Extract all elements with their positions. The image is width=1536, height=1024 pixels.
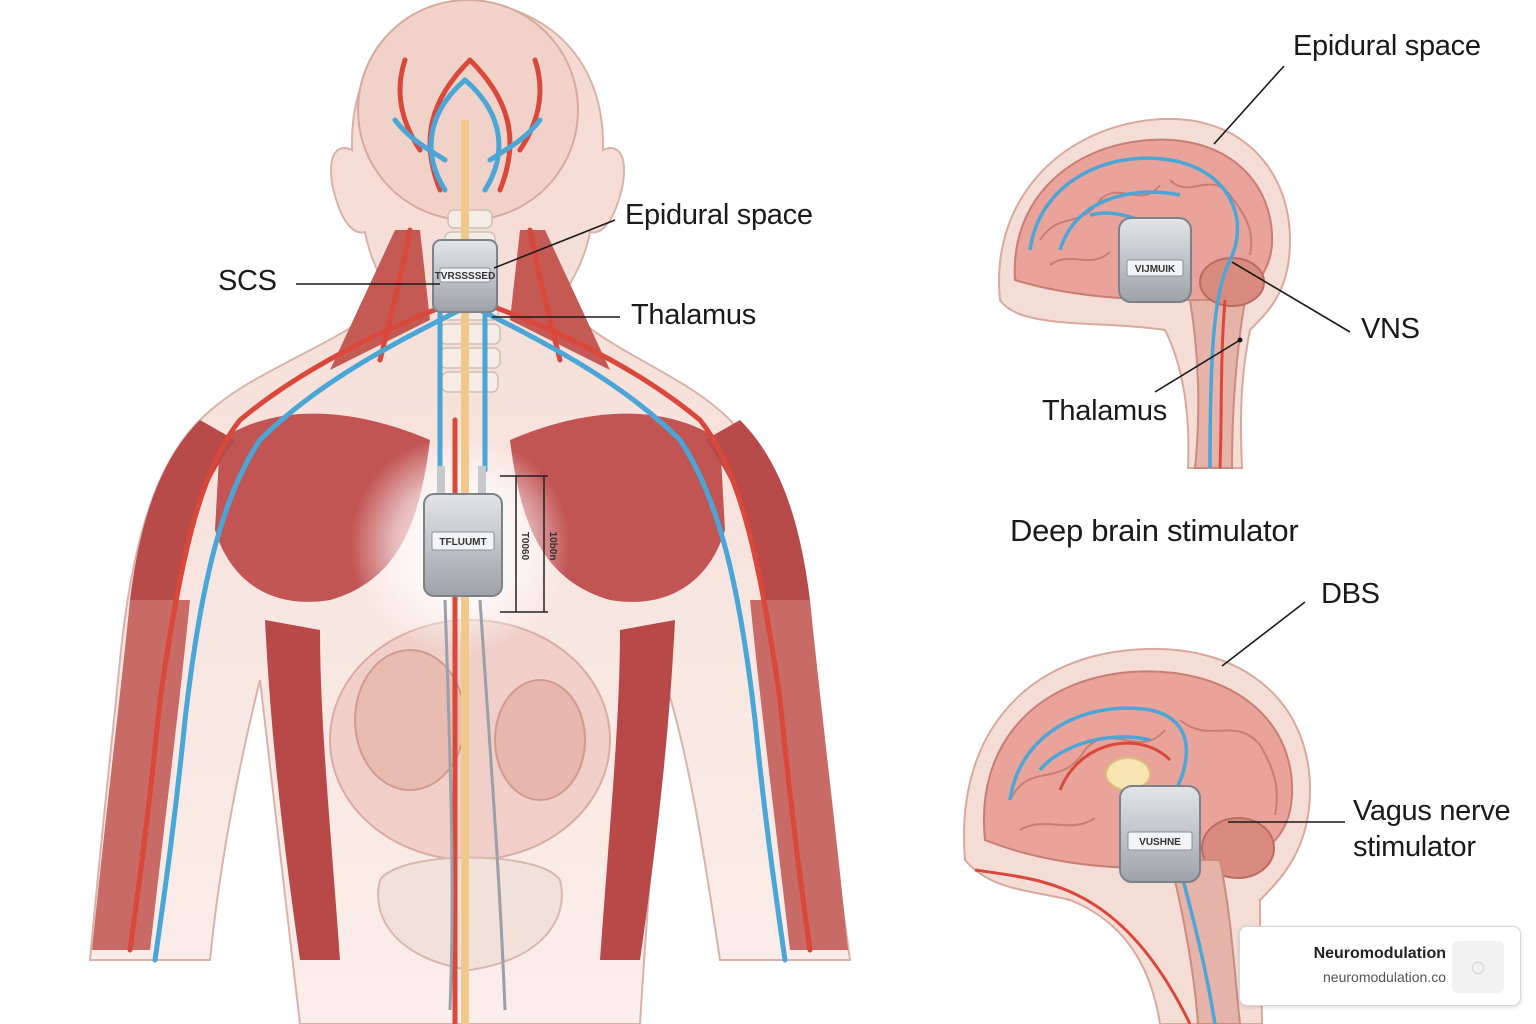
left-arm: [92, 600, 190, 950]
brain-top: VIJMUIK: [998, 65, 1351, 469]
brain-bottom-gyri: [1009, 719, 1278, 831]
chest-device: TFLUUMT: [423, 466, 503, 597]
label-thalamus-brain: Thalamus: [1042, 395, 1167, 427]
brain-top-device: VIJMUIK: [1118, 217, 1192, 303]
measurement-bracket: [500, 475, 548, 613]
brain-bottom-nerves: [1008, 706, 1217, 1024]
label-thalamus-body: Thalamus: [631, 299, 756, 331]
image-placeholder-icon: ◯: [1452, 941, 1504, 993]
label-vagus-line2: stimulator: [1353, 831, 1476, 863]
label-scs: SCS: [218, 265, 277, 297]
neck-device-label: TVRSSSSED: [435, 271, 496, 282]
label-vagus-line1: Vagus nerve: [1353, 795, 1511, 827]
right-deltoid: [705, 420, 810, 600]
label-vns: VNS: [1361, 313, 1420, 345]
brain-top-artery: [1218, 299, 1227, 469]
measure-label-1: T0060: [519, 532, 530, 561]
brain-top-cerebellum: [1199, 257, 1265, 307]
right-oblique: [600, 620, 675, 960]
lead-wires: [443, 599, 507, 1011]
brain-top-device-label: VIJMUIK: [1135, 264, 1176, 275]
brain-bottom-arteries: [974, 741, 1192, 1024]
leader-dot: [1237, 337, 1243, 343]
pelvis: [377, 856, 563, 972]
neck-device: TVRSSSSED: [432, 239, 498, 313]
brain-top-gyri: [1039, 179, 1253, 266]
badge-title: Neuromodulation: [1313, 945, 1446, 962]
nerves: [152, 77, 788, 963]
right-arm: [750, 600, 848, 950]
label-epidural-space-brain: Epidural space: [1293, 30, 1481, 62]
brain-bottom-leader-lines: [1221, 601, 1345, 823]
body-leader-lines: [296, 219, 620, 318]
brain-bottom-device-label: VUSHNE: [1139, 837, 1181, 848]
label-deep-brain-stimulator: Deep brain stimulator: [1010, 513, 1299, 548]
brain-bottom-device: VUSHNE: [1119, 785, 1201, 883]
left-oblique: [265, 620, 340, 960]
source-badge[interactable]: Neuromodulation neuromodulation.co ◯: [1239, 926, 1521, 1006]
measure-label-2: 10b0n: [547, 532, 558, 561]
intestine: [494, 679, 586, 801]
label-epidural-space-body: Epidural space: [625, 199, 813, 231]
brain-top-leader-lines: [1154, 65, 1351, 393]
brain-bottom: VUSHNE: [963, 601, 1345, 1024]
brain-top-brainstem: [1188, 299, 1247, 469]
body-figure: TVRSSSSED TFLUUMT T0060 10b0n: [88, 0, 852, 1024]
chest-device-label: TFLUUMT: [439, 537, 486, 548]
label-dbs: DBS: [1321, 578, 1380, 610]
badge-url[interactable]: neuromodulation.co: [1323, 969, 1446, 985]
left-deltoid: [130, 420, 235, 600]
